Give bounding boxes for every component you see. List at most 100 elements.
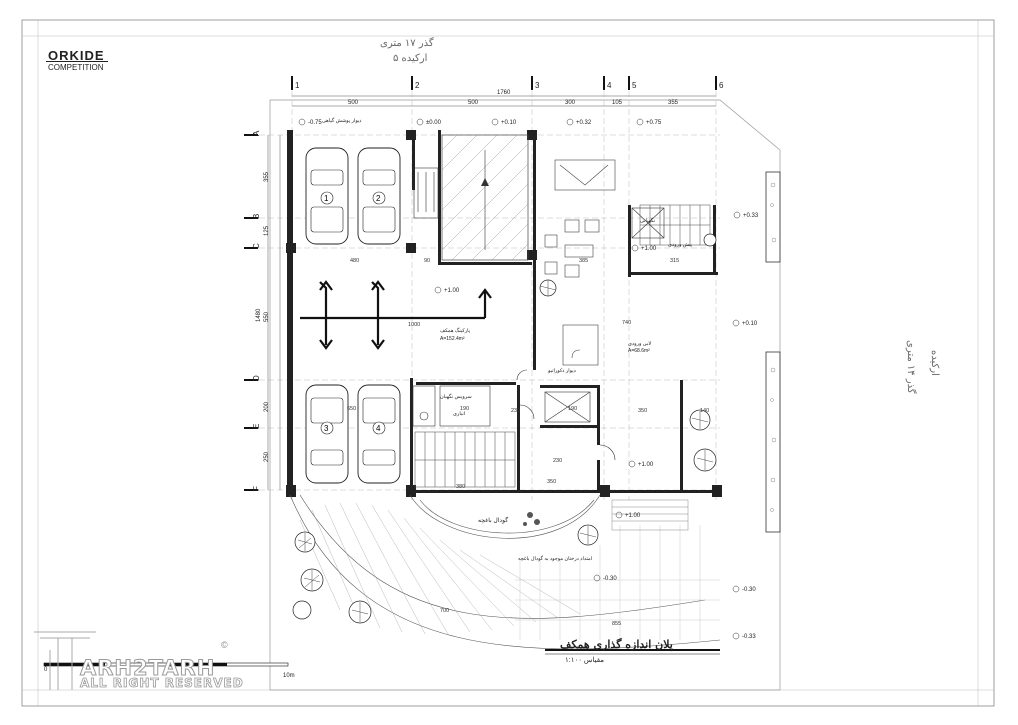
- svg-text:1480: 1480: [256, 308, 262, 322]
- axis-f: F: [252, 486, 261, 491]
- plan-title: پلان اندازه گذاری همکف: [560, 638, 673, 651]
- svg-text:190: 190: [568, 406, 577, 412]
- level-markers: [298, 118, 741, 640]
- ramp: [441, 134, 529, 261]
- label-entrance: پیش ورودی: [668, 242, 693, 248]
- parking-car-1: 1: [305, 147, 349, 245]
- axis-letter-labels: A B C D E F: [252, 130, 261, 491]
- svg-text:+0.75: +0.75: [646, 120, 662, 126]
- lobby-furniture: [544, 159, 616, 366]
- street-name-right: گذر ۱۴ متری: [905, 340, 916, 394]
- curb-strip-lower: [765, 351, 781, 533]
- svg-text:380: 380: [456, 484, 465, 490]
- svg-text:500: 500: [468, 100, 479, 106]
- parking-car-4: 4: [357, 384, 401, 484]
- svg-text:480: 480: [350, 258, 359, 264]
- svg-text:+0.10: +0.10: [742, 321, 758, 327]
- axis-6: 6: [719, 81, 724, 90]
- label-planting: امتداد درختان موجود به گودال باغچه: [518, 555, 592, 562]
- label-parking: پارکینگ همکف: [440, 327, 471, 334]
- watermark-logo-icon: [34, 631, 96, 690]
- svg-text:±0.00: ±0.00: [426, 120, 442, 126]
- svg-text:350: 350: [638, 408, 647, 414]
- scale-bar: [43, 662, 289, 667]
- svg-text:-0.75: -0.75: [308, 120, 322, 126]
- parking-car-3: 3: [305, 384, 349, 484]
- axis-ticks: [244, 76, 717, 491]
- svg-text:230: 230: [553, 458, 562, 464]
- label-lobby: لابی ورودی: [628, 341, 651, 347]
- watermark-subtext: ALL RIGHT RESERVED: [80, 676, 244, 691]
- axis-d: D: [252, 375, 261, 381]
- site-boundary: [270, 99, 781, 690]
- courtyard-hatch: [299, 502, 581, 635]
- title-rule: [46, 61, 108, 62]
- axis-1: 1: [295, 81, 300, 90]
- dim-total: 1760: [497, 90, 511, 96]
- label-flower-wall: دیوار پوشش گیاهی: [322, 117, 362, 124]
- label-parking-area: A=152.4m²: [440, 336, 465, 342]
- circulation-arrows: [300, 280, 492, 350]
- svg-text:700: 700: [440, 608, 449, 614]
- car-number-1: 1: [324, 194, 329, 203]
- project-title: ORKIDE: [48, 48, 105, 63]
- level-texts: -0.75 ±0.00 +0.10 +0.32 +0.75 +0.33 +1.0…: [308, 120, 759, 640]
- svg-text:105: 105: [612, 100, 623, 106]
- svg-text:+0.33: +0.33: [743, 213, 759, 219]
- svg-text:355: 355: [668, 100, 679, 106]
- sunken-courtyard: [289, 494, 721, 650]
- label-courtyard: گودال باغچه: [478, 516, 508, 524]
- svg-text:-0.30: -0.30: [603, 576, 617, 582]
- axis-a: A: [252, 130, 261, 136]
- axis-5: 5: [632, 81, 637, 90]
- street-name-top-2: ارکیده ۵: [393, 53, 428, 64]
- dimension-lines: [267, 95, 716, 490]
- elevator-shaft: [544, 207, 665, 423]
- watermark-text: ARH2TARH: [79, 656, 216, 681]
- svg-text:500: 500: [348, 100, 359, 106]
- landscape-trees: [292, 233, 717, 624]
- svg-text:855: 855: [612, 621, 621, 627]
- garden-paving: [515, 525, 720, 640]
- tree-foliage: [297, 280, 714, 622]
- svg-text:550: 550: [264, 311, 270, 322]
- plan-scale: مقیاس ۱:۱۰۰: [565, 657, 605, 664]
- label-decor-wall: دیوار دکوراتیو: [547, 368, 576, 374]
- copyright-icon: ©: [221, 640, 228, 650]
- svg-text:+0.32: +0.32: [576, 120, 592, 126]
- staircase: [414, 204, 711, 488]
- axis-c: C: [252, 243, 261, 249]
- svg-text:315: 315: [670, 258, 679, 264]
- svg-text:740: 740: [622, 320, 631, 326]
- car-number-3: 3: [324, 424, 329, 433]
- parking-car-2: 2: [357, 147, 401, 245]
- bicycle-rack: [413, 167, 439, 219]
- svg-text:+1.00: +1.00: [638, 462, 654, 468]
- axis-3: 3: [535, 81, 540, 90]
- svg-text:200: 200: [264, 401, 270, 412]
- car-number-4: 4: [376, 424, 381, 433]
- svg-text:90: 90: [424, 258, 430, 264]
- street-name-right-2: ارکیده: [929, 350, 940, 376]
- load-bearing-walls: [286, 130, 722, 497]
- label-wc: سرویس نگهبان: [440, 393, 472, 400]
- svg-text:385: 385: [579, 258, 588, 264]
- svg-text:1000: 1000: [408, 322, 420, 328]
- axis-2: 2: [415, 81, 420, 90]
- label-lobby-area: A=68.6m²: [628, 348, 650, 354]
- svg-text:125: 125: [264, 225, 270, 236]
- wc-room: [412, 369, 616, 461]
- curb-strip-upper: [765, 171, 781, 263]
- axis-4: 4: [607, 81, 612, 90]
- project-subtitle: COMPETITION: [48, 63, 104, 72]
- shrubs: [523, 512, 540, 526]
- svg-text:-0.30: -0.30: [742, 587, 756, 593]
- svg-text:+1.00: +1.00: [641, 246, 657, 252]
- svg-text:+1.00: +1.00: [444, 288, 460, 294]
- scale-end-label: 10m: [283, 673, 295, 679]
- svg-text:300: 300: [565, 100, 576, 106]
- room-labels: پارکینگ همکف A=152.4m² لابی ورودی A=68.6…: [322, 117, 693, 562]
- car-number-2: 2: [376, 194, 381, 203]
